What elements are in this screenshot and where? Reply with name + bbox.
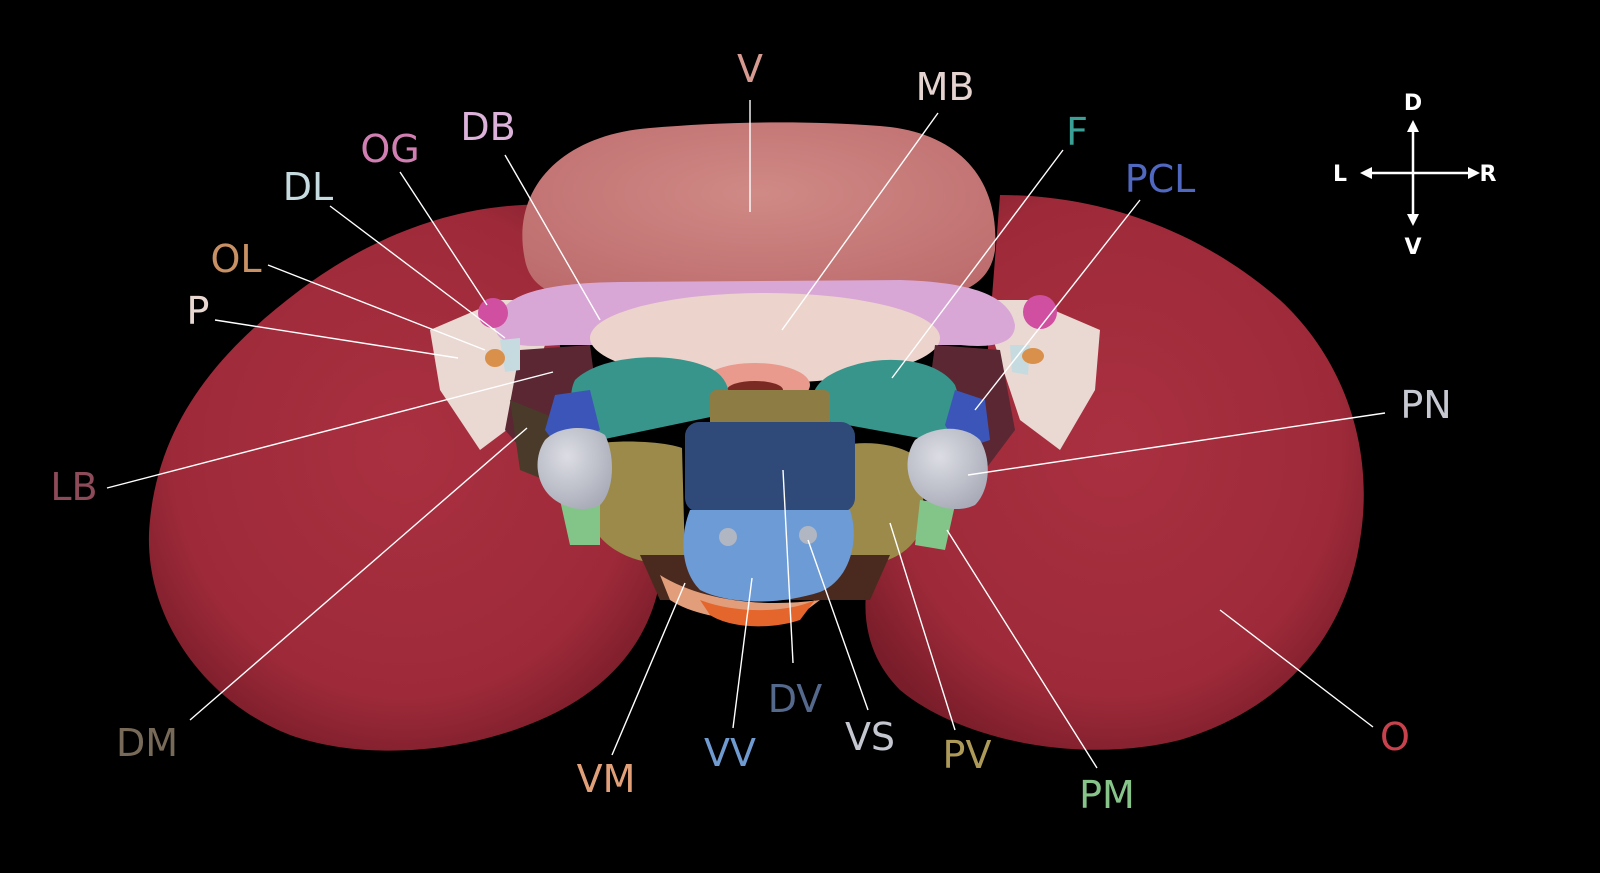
- label-db: DB: [460, 105, 515, 149]
- leader-vm: [611, 582, 686, 756]
- pedunculate-right: [907, 428, 988, 510]
- label-pv: PV: [943, 733, 992, 777]
- leader-db: [504, 154, 601, 321]
- leader-ol: [267, 264, 486, 351]
- brain-model: [148, 122, 1364, 751]
- optic-gland-right: [1023, 295, 1057, 329]
- label-vm: VM: [577, 757, 636, 801]
- dorsolateral-left: [500, 338, 520, 372]
- leader-pv: [889, 522, 956, 731]
- leader-vs: [807, 539, 869, 711]
- label-pm: PM: [1079, 773, 1135, 817]
- leader-dl: [329, 205, 506, 339]
- leader-dm: [189, 427, 528, 721]
- leader-f: [891, 149, 1064, 379]
- label-lb: LB: [50, 465, 97, 509]
- leader-pcl: [974, 199, 1141, 411]
- leader-o: [1219, 609, 1374, 728]
- leader-pn: [967, 412, 1386, 476]
- dorsal-vertical-lobe: [685, 422, 855, 512]
- olfactory-lobe-left: [485, 349, 505, 367]
- ventral-bottom-orange: [700, 600, 815, 627]
- arrow-left-icon: [1360, 167, 1372, 179]
- compass-label-left: L: [1333, 162, 1347, 187]
- label-pn: PN: [1400, 383, 1451, 427]
- ventral-stalk-right: [799, 526, 817, 544]
- leader-lines: [106, 100, 1386, 769]
- optic-gland-left: [478, 298, 508, 328]
- leader-lb: [106, 371, 554, 489]
- label-vv: VV: [704, 731, 756, 775]
- label-og: OG: [360, 127, 419, 171]
- label-dv: DV: [768, 677, 823, 721]
- arrow-up-icon: [1407, 120, 1419, 132]
- orientation-compass: D V L R: [1333, 91, 1497, 260]
- tan-block-top: [710, 390, 830, 430]
- olfactory-lobe-right: [1022, 348, 1044, 364]
- posterior-magno-right: [915, 500, 955, 550]
- leader-mb: [781, 112, 939, 331]
- ventral-stalk-left: [719, 528, 737, 546]
- label-o: O: [1380, 715, 1410, 759]
- label-v: V: [737, 47, 763, 91]
- leader-pm: [946, 529, 1098, 769]
- arrow-right-icon: [1468, 167, 1480, 179]
- posterior-magno-left: [560, 500, 600, 545]
- label-dl: DL: [283, 165, 333, 209]
- ventral-magno: [660, 575, 820, 620]
- leader-dv: [782, 469, 794, 664]
- arrow-down-icon: [1407, 214, 1419, 226]
- forebrain-right: [811, 359, 959, 440]
- vertical-lobe: [522, 122, 996, 300]
- labels: V MB F PCL DB OG DL OL P LB PN DM VM VV …: [50, 47, 1451, 817]
- pedunculate-left: [537, 428, 612, 510]
- label-p: P: [187, 289, 210, 333]
- label-mb: MB: [916, 65, 975, 109]
- label-ol: OL: [210, 237, 261, 281]
- forebrain-left: [571, 357, 729, 440]
- compass-label-right: R: [1480, 162, 1497, 187]
- leader-p: [214, 319, 459, 359]
- peduncle-vertical-right: [845, 443, 925, 564]
- label-dm: DM: [116, 721, 178, 765]
- label-pcl: PCL: [1125, 157, 1196, 201]
- label-f: F: [1066, 110, 1088, 154]
- leader-og: [399, 171, 488, 306]
- compass-label-dorsal: D: [1404, 91, 1422, 116]
- label-vs: VS: [845, 715, 895, 759]
- compass-label-ventral: V: [1404, 235, 1421, 260]
- leader-vv: [732, 577, 753, 729]
